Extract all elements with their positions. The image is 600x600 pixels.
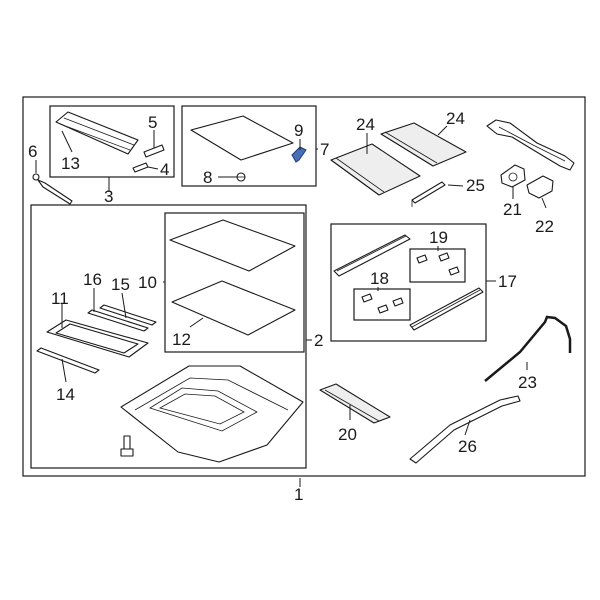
main-frame [22,96,586,477]
callout-8: 8 [203,168,212,187]
part-4-clip [132,162,149,173]
group-box-2 [30,204,307,469]
group-box-17 [330,223,487,342]
callout-22: 22 [535,217,554,236]
callout-24-left: 24 [356,115,375,134]
group-box-19 [409,248,466,283]
callout-21: 21 [503,200,522,219]
callout-7: 7 [320,140,329,159]
part-22-sensor [526,175,554,199]
part-9-bracket-highlighted [291,146,307,163]
callout-3: 3 [104,187,113,206]
glass-panel-12-lower [171,280,296,336]
part-8-nut [236,172,246,182]
group-box-7 [181,105,317,187]
part-24-shade-right [380,122,467,167]
part-21-motor [500,164,526,188]
part-15-strip [99,304,157,326]
callout-19: 19 [429,228,448,247]
callout-13: 13 [61,154,80,173]
callout-1: 1 [294,485,303,504]
part-20-strip [319,383,391,424]
callout-16: 16 [83,270,102,289]
part-23-drain-hose [484,315,572,382]
callout-12: 12 [172,330,191,349]
glass-panel-7 [190,115,294,161]
glass-panel-10-upper [169,219,296,272]
callout-4: 4 [160,160,169,179]
callout-6: 6 [28,142,37,161]
group-box-18 [353,288,411,321]
callout-17: 17 [498,272,517,291]
callout-24-right: 24 [446,109,465,128]
group-box-3 [49,105,175,178]
drive-cable-assembly [486,119,575,171]
callout-14: 14 [56,385,75,404]
rail-upper [333,234,411,277]
callout-15: 15 [111,275,130,294]
part-18-clips [361,293,404,314]
callout-11: 11 [51,289,69,308]
part-6-cable [32,173,73,205]
callout-5: 5 [148,113,157,132]
callout-9: 9 [294,121,303,140]
callout-26: 26 [458,437,477,456]
callout-23: 23 [518,373,537,392]
part-13-deflector [55,111,139,155]
leader-lines [35,125,547,487]
callout-25: 25 [466,176,485,195]
callout-20: 20 [338,425,357,444]
part-25-strip [411,181,446,207]
part-26-trim [409,395,521,464]
callout-10: 10 [138,273,157,292]
part-5-bracket [143,144,165,158]
callout-2: 2 [314,331,323,350]
bolt [120,435,134,457]
callout-18: 18 [370,269,389,288]
part-11-frame [46,319,149,358]
part-16-strip [87,309,149,332]
part-14-strip [36,347,100,374]
part-24-shade-left [330,143,421,196]
part-19-clips [416,252,460,276]
rail-lower [409,287,484,331]
roof-panel [120,365,304,463]
